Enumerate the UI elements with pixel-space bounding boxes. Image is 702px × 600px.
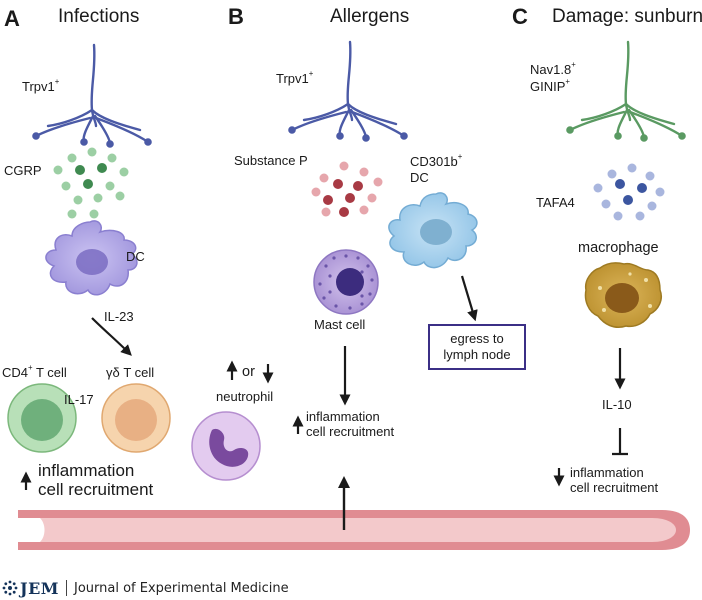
il23-label: IL-23 <box>104 309 134 324</box>
panel-letter-a: A <box>4 6 20 31</box>
cgrp-dots <box>53 147 129 219</box>
macrophage-label: macrophage <box>578 240 659 256</box>
journal-footer: JEM Journal of Experimental Medicine <box>0 576 289 600</box>
panel-title-b: Allergens <box>330 6 410 27</box>
gd-tcell-label: γδ T cell <box>106 365 155 380</box>
arrow-il23 <box>91 317 132 356</box>
egress-box: egress to lymph node <box>428 324 526 370</box>
neuron-label-b: Trpv1+ <box>276 69 314 86</box>
il10-label: IL-10 <box>602 397 632 412</box>
substance-p-label: Substance P <box>234 153 308 168</box>
neuron-nav18-c <box>566 40 686 142</box>
cd301b-dc-label: CD301b+DC <box>410 152 463 186</box>
mast-cell <box>313 249 379 315</box>
neutrophil-or-label: or <box>242 364 255 380</box>
panel-letter-c: C <box>512 4 528 29</box>
neuron-trpv1-a <box>32 43 152 148</box>
tafa4-label: TAFA4 <box>536 195 575 210</box>
neutrophil-cell <box>191 411 261 481</box>
il17-label: IL-17 <box>64 392 94 407</box>
neutrophil-label: neutrophil <box>216 389 274 404</box>
egress-line2: lymph node <box>443 347 511 362</box>
journal-title: Journal of Experimental Medicine <box>73 580 289 596</box>
panel-title-a: Infections <box>58 6 140 27</box>
tafa4-dots <box>593 163 665 221</box>
mast-cell-label: Mast cell <box>314 317 366 332</box>
blood-vessel <box>18 510 690 550</box>
panel-letter-b: B <box>228 4 244 29</box>
egress-line1: egress to <box>450 331 504 347</box>
neuron-trpv1-b <box>288 40 408 142</box>
cd301b-dc <box>388 192 478 269</box>
dc-label-a: DC <box>126 249 145 264</box>
macrophage <box>584 262 662 328</box>
jem-emblem-icon <box>2 580 18 596</box>
cd4-t-cell <box>7 383 77 453</box>
neuron-label-c: Nav1.8+ GINIP+ <box>530 60 576 94</box>
panel-title-c: Damage: sunburn <box>552 6 702 27</box>
footer-divider <box>65 580 67 596</box>
inhibit-il10 <box>612 428 628 456</box>
dendritic-cell-a <box>45 220 138 296</box>
arrow-egress <box>460 275 478 322</box>
neuron-label-a: Trpv1+ <box>22 77 60 94</box>
substance-p-dots <box>311 161 383 217</box>
cd4-tcell-label: CD4+ T cell <box>2 363 67 380</box>
gd-t-cell <box>101 383 171 453</box>
cgrp-label: CGRP <box>4 163 42 178</box>
jem-logo: JEM <box>20 578 59 598</box>
